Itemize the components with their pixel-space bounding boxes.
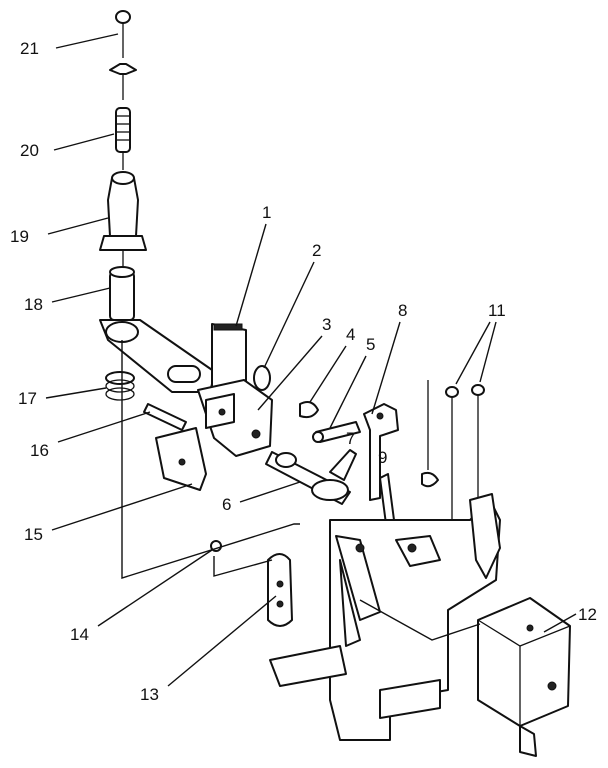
callout-label-8: 8 [398,301,407,320]
callout-5: 5 [329,335,375,429]
callout-18: 18 [24,287,111,314]
callout-label-17: 17 [18,389,37,408]
callouts: 1 2 3 4 5 8 7 9 6 [10,33,597,704]
part-15-plate [155,427,207,491]
part-20-spring [115,107,131,170]
callout-label-20: 20 [20,141,39,160]
callout-12: 12 [543,605,597,633]
part-5-pin [312,421,361,443]
parts-artwork [99,10,571,757]
callout-13: 13 [140,595,277,704]
callout-label-4: 4 [346,325,355,344]
callout-label-21: 21 [20,39,39,58]
callout-9: 9 [378,448,387,467]
part-8-arm [363,403,399,501]
callout-3: 3 [257,315,331,411]
callout-label-5: 5 [366,335,375,354]
callout-16: 16 [30,411,151,460]
callout-label-12: 12 [578,605,597,624]
callout-label-16: 16 [30,441,49,460]
callout-7: 7 [346,429,355,448]
callout-15: 15 [24,483,193,544]
part-4-eclip [299,401,319,419]
callout-20: 20 [20,133,115,160]
part-13-strap [267,553,347,687]
callout-21: 21 [20,33,119,58]
callout-label-6: 6 [222,495,231,514]
callout-label-7: 7 [346,429,355,448]
callout-label-18: 18 [24,295,43,314]
part-7-lever [329,449,357,481]
callout-4: 4 [309,325,355,403]
callout-label-15: 15 [24,525,43,544]
callout-label-14: 14 [70,625,89,644]
callout-8: 8 [371,301,407,415]
callout-label-3: 3 [322,315,331,334]
assembly-guide-lines [121,340,481,641]
callout-label-2: 2 [312,241,321,260]
callout-1: 1 [235,203,271,327]
part-2-clip [253,365,271,391]
callout-14: 14 [70,549,213,644]
part-16-pin [143,403,187,431]
callout-label-9: 9 [378,448,387,467]
callout-label-13: 13 [140,685,159,704]
part-3-mechanism-block [197,379,273,457]
part-12-switch-box [477,597,571,757]
callout-2: 2 [263,241,321,369]
part-14-nut [210,540,222,552]
callout-label-19: 19 [10,227,29,246]
part-17-coil-spring [105,371,135,401]
callout-label-1: 1 [262,203,271,222]
callout-19: 19 [10,217,109,246]
part-18-lever [99,266,216,393]
part-6-rod [265,451,351,505]
callout-11: 11 [455,301,506,385]
callout-label-11: 11 [488,301,506,320]
callout-17: 17 [18,387,107,408]
callout-6: 6 [222,481,301,514]
part-19-knob [99,171,147,268]
part-21-screw [109,10,137,100]
base-frame [329,493,501,741]
